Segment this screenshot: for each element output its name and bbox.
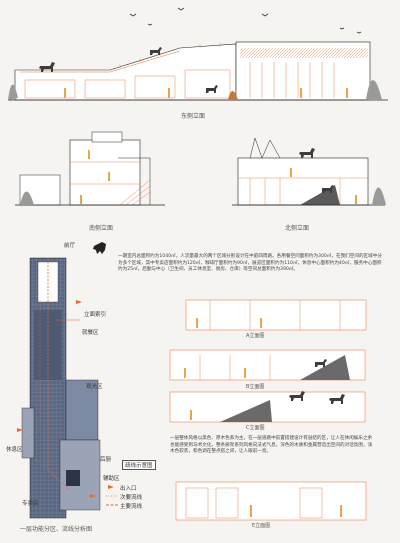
east-elevation-label: 东侧立面 [181, 113, 206, 120]
zone-viewing: 观光区 [86, 384, 103, 390]
bird-icon [129, 7, 362, 34]
zone-kitchen: 后厨 [100, 457, 112, 463]
section-c-label: C立面图 [246, 425, 265, 431]
horse-icon [299, 148, 334, 193]
south-elevation-label: 南侧立面 [89, 225, 114, 232]
zone-service: 辅助区 [103, 476, 120, 482]
description-style: 一层整体风格以黑色、原木色系为主，在一层道路中前置搭建设计有层结的区，让人在休闲… [170, 436, 373, 455]
description-area: 一期室内总面积约为1040㎡，人流量最大的两个区域分别设计在中庭四周路。各用餐空… [118, 254, 382, 273]
legend-main-route: 主要流线 [120, 504, 143, 510]
east-elevation-drawing [8, 7, 388, 101]
section-b-label: B立面图 [246, 384, 265, 390]
north-elevation-label: 北侧立面 [285, 225, 310, 232]
plan-title: 一层功能分区、流线分析图 [20, 526, 93, 533]
plan-legend-swatches [106, 485, 118, 506]
legend-entrance: 出入口 [120, 486, 137, 492]
floor-plan-drawing [17, 242, 106, 519]
north-elevation-drawing [232, 137, 386, 206]
section-e-label: E立面图 [252, 523, 271, 529]
zone-retail: 专卖店 [22, 501, 39, 507]
callout-label: 疏线示意图 [122, 460, 156, 470]
horse-icon [39, 47, 218, 93]
south-elevation-drawing [15, 131, 165, 206]
horse-logo-icon [93, 242, 106, 254]
zone-entrance: 立面索引 [84, 312, 107, 318]
section-a-label: A立面图 [246, 333, 265, 339]
zone-dining: 就餐区 [82, 330, 99, 336]
section-drawings [169, 299, 367, 521]
zone-lobby: 前厅 [64, 243, 76, 249]
legend-secondary-route: 次要流线 [120, 495, 143, 501]
zone-rest: 休息区 [6, 447, 23, 453]
